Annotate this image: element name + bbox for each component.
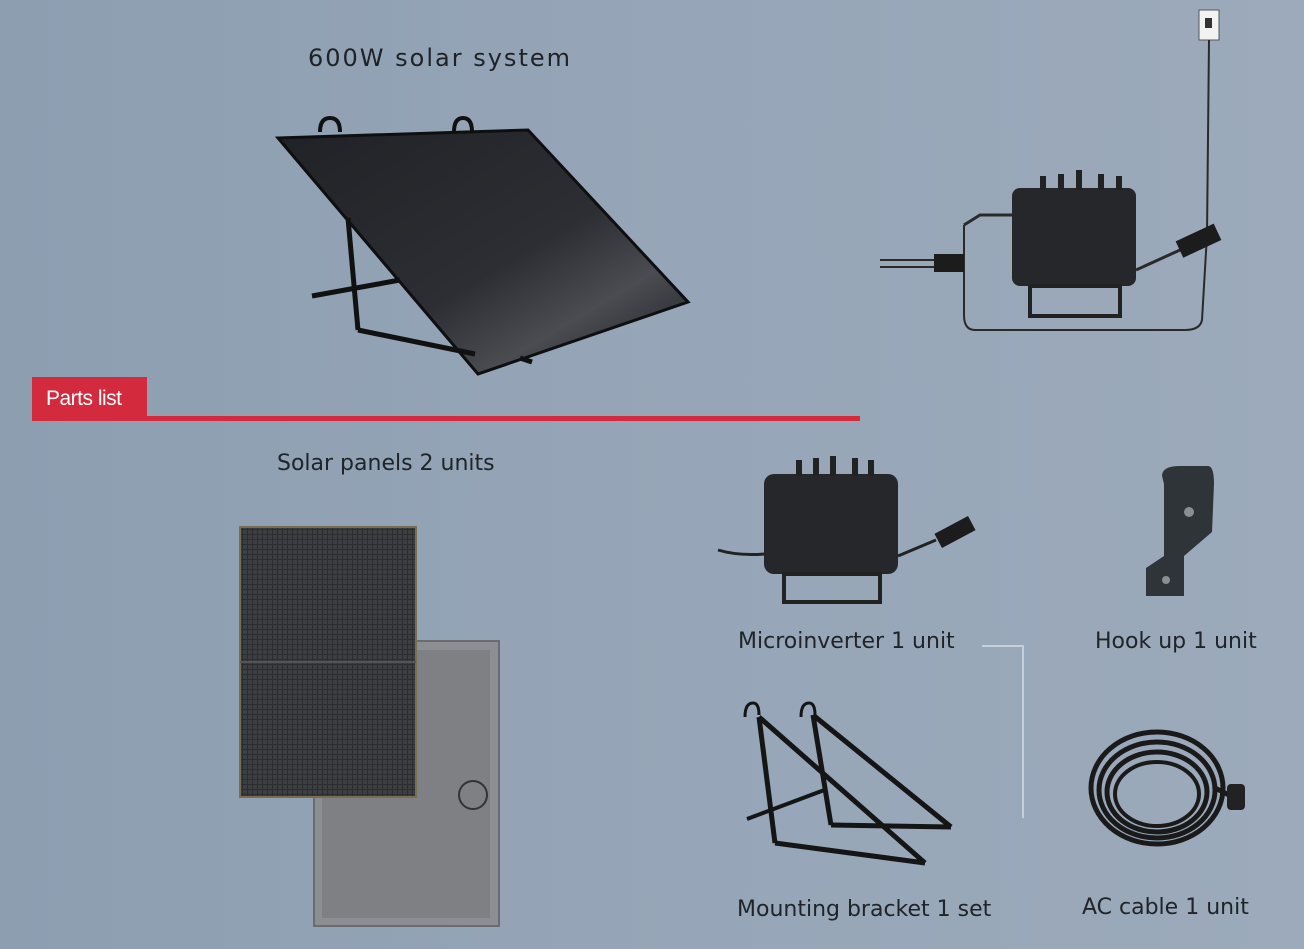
section-divider <box>1022 646 1024 818</box>
microinverter-caption: Microinverter 1 unit <box>738 629 955 654</box>
section-divider-top <box>982 645 1024 647</box>
hook-caption: Hook up 1 unit <box>1095 629 1257 654</box>
microinverter-image <box>717 456 976 604</box>
ac-cable-caption: AC cable 1 unit <box>1082 895 1249 920</box>
parts-list-heading: Parts list <box>32 377 147 420</box>
hook-image <box>1146 466 1214 596</box>
hero-title: 600W solar system <box>308 44 572 72</box>
solar-panels-caption: Solar panels 2 units <box>277 451 495 476</box>
mounting-bracket-image <box>743 701 953 866</box>
solar-panel-assembled-image <box>274 115 691 376</box>
microinverter-assembly-image <box>880 9 1222 331</box>
mounting-bracket-caption: Mounting bracket 1 set <box>737 897 992 922</box>
ac-cable-image <box>1088 729 1245 847</box>
solar-panels-image <box>239 526 500 927</box>
parts-list-divider <box>32 416 860 421</box>
